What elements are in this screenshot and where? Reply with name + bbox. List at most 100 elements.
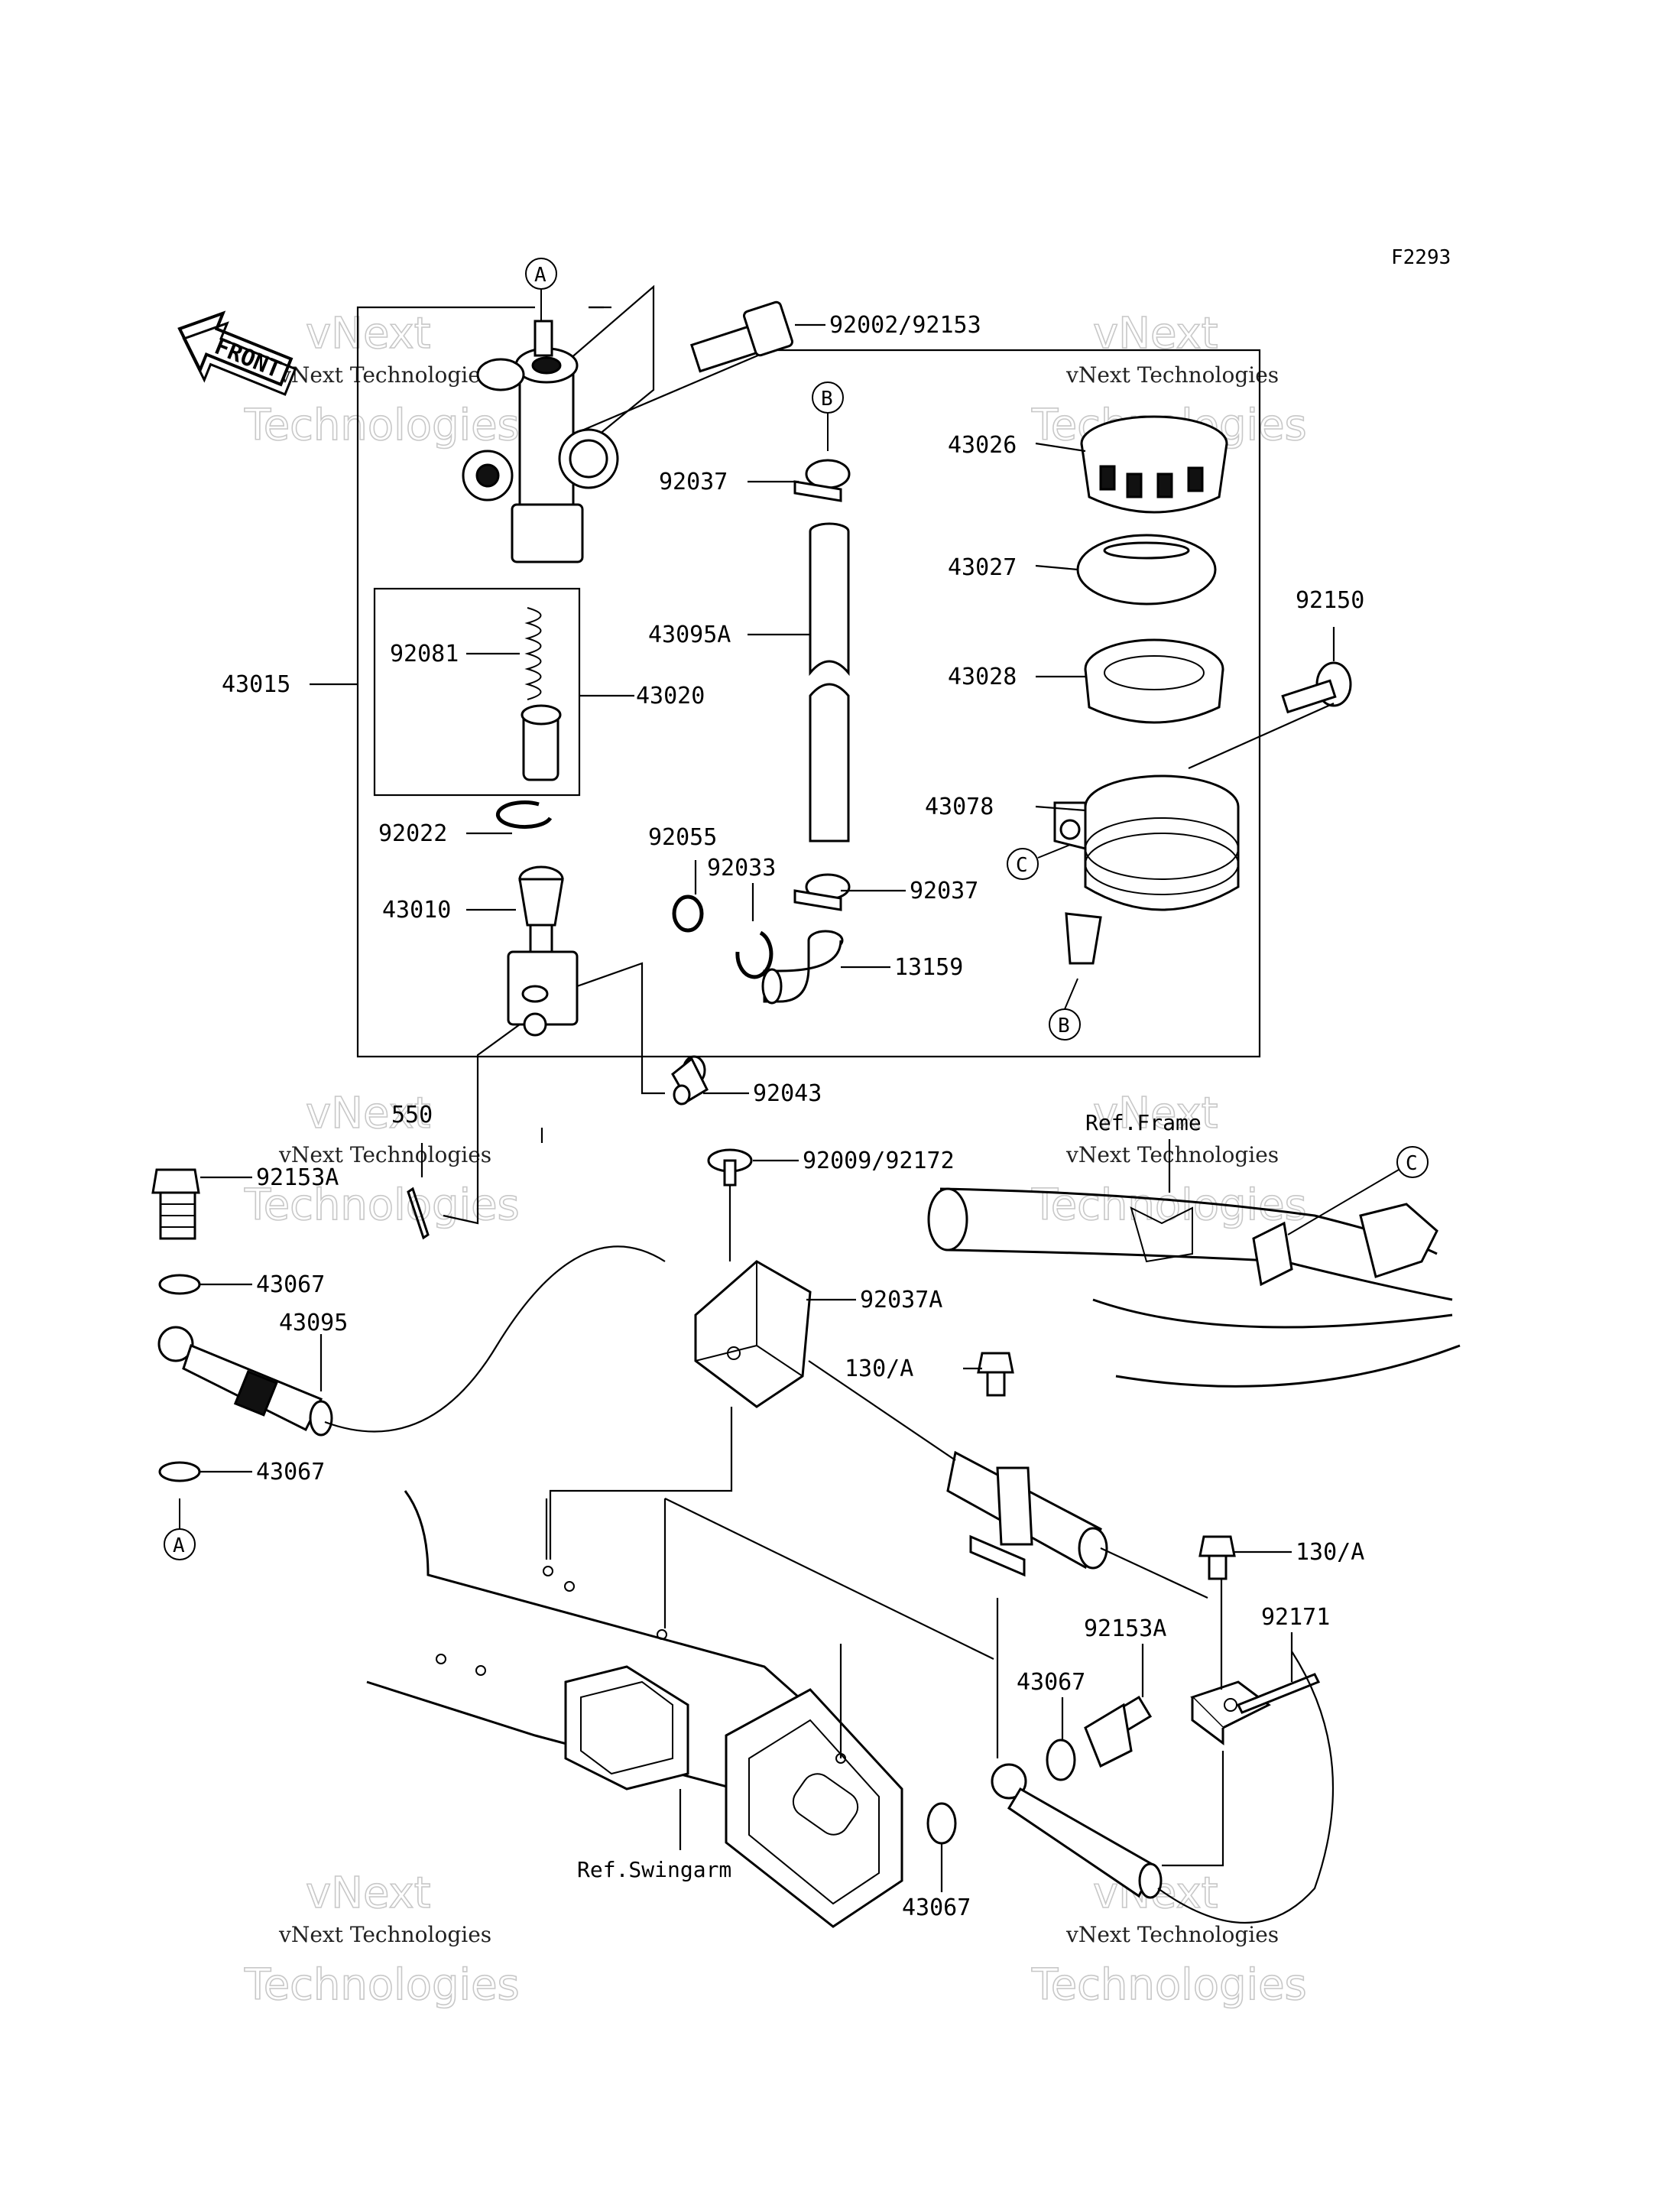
label-43067-b: 43067 [256, 1459, 325, 1485]
label-92037-top: 92037 [659, 469, 728, 495]
bolt-130A-a [977, 1352, 1014, 1397]
label-43067-a: 43067 [256, 1271, 325, 1298]
callout-a-top: A [525, 258, 557, 321]
spring-92081 [521, 607, 562, 781]
label-92081: 92081 [390, 641, 459, 667]
plate-43027 [1076, 534, 1217, 606]
screw-92009 [707, 1148, 753, 1187]
label-92153A-right: 92153A [1084, 1615, 1166, 1642]
label-43095: 43095 [279, 1310, 348, 1336]
master-cylinder-body [462, 320, 619, 563]
clamp-92037-top [793, 459, 851, 502]
washer-43067-a [158, 1274, 201, 1295]
svg-text:vNext Technologies: vNext Technologies [278, 362, 491, 388]
label-92033: 92033 [707, 855, 776, 881]
reservoir-43078 [1053, 774, 1240, 965]
label-ref-swingarm: Ref.Swingarm [577, 1857, 731, 1882]
svg-text:B: B [1058, 1015, 1070, 1037]
label-92037-bottom: 92037 [910, 878, 978, 904]
circlip-92033 [735, 930, 774, 979]
clamp-92037-bottom [793, 873, 851, 911]
watermark-bottom-left: vNext Technologies vNext Technologies [243, 1868, 520, 2011]
reservoir-hose-43095A [809, 522, 850, 843]
svg-text:A: A [534, 264, 546, 287]
watermark-mid-right: vNext Technologies vNext Technologies [1030, 1088, 1307, 1231]
svg-text:vNext Technologies: vNext Technologies [278, 1922, 491, 1947]
svg-text:vNext: vNext [1093, 309, 1218, 359]
watermark-mid-left: vNext Technologies vNext Technologies [243, 1088, 520, 1231]
bolt-92002 [689, 300, 793, 373]
svg-text:C: C [1406, 1152, 1418, 1175]
label-130A-b: 130/A [1296, 1539, 1364, 1566]
washer-43067-b [158, 1461, 201, 1482]
reservoir-cap-43026 [1080, 415, 1228, 514]
hose-lower [991, 1651, 1335, 1924]
label-43095A: 43095A [648, 622, 731, 648]
svg-text:C: C [1016, 854, 1028, 877]
svg-text:Technologies: Technologies [1031, 1960, 1307, 2010]
svg-text:vNext Technologies: vNext Technologies [278, 1142, 491, 1167]
push-rod-43010 [507, 865, 579, 1037]
label-13159: 13159 [894, 954, 963, 981]
diaphragm-43028 [1084, 638, 1224, 724]
o-ring-92055 [672, 894, 704, 933]
swingarm [366, 1490, 903, 1928]
label-43015: 43015 [222, 671, 290, 698]
label-ref-frame: Ref.Frame [1085, 1110, 1202, 1135]
pin-92043 [671, 1055, 709, 1105]
svg-text:vNext: vNext [306, 1868, 431, 1918]
label-43078: 43078 [925, 794, 994, 820]
label-92009: 92009/92172 [803, 1148, 955, 1174]
label-43027: 43027 [948, 554, 1017, 581]
label-92055: 92055 [648, 824, 717, 851]
label-92150: 92150 [1296, 587, 1364, 614]
label-92002: 92002/92153 [829, 312, 981, 339]
svg-text:vNext Technologies: vNext Technologies [1065, 1922, 1279, 1947]
label-92043: 92043 [753, 1080, 822, 1107]
label-43020: 43020 [636, 683, 705, 709]
label-92037A: 92037A [860, 1287, 942, 1313]
callout-b-bottom: B [1049, 978, 1081, 1041]
hose-43095 [157, 1245, 666, 1437]
figure-code: F2293 [1391, 246, 1451, 269]
watermark-bottom-right: vNext Technologies vNext Technologies [1030, 1868, 1307, 2011]
svg-text:Technologies: Technologies [244, 1960, 520, 2010]
circlip-92022 [495, 800, 553, 830]
callout-c-frame: C [1287, 1146, 1429, 1235]
svg-text:vNext: vNext [306, 309, 431, 359]
banjo-bolt-92153A-right [1084, 1695, 1153, 1768]
fitting-13159 [761, 930, 844, 1005]
label-43010: 43010 [382, 897, 451, 924]
screw-92150 [1281, 661, 1352, 714]
svg-text:A: A [173, 1534, 185, 1557]
bolt-130A-b [1198, 1535, 1236, 1580]
callout-a-bottom: A [164, 1498, 196, 1560]
label-92022: 92022 [378, 820, 447, 847]
label-43067-c: 43067 [1017, 1669, 1085, 1696]
hose-clamp-middle [808, 1360, 1208, 1599]
subassembly-box-43020 [373, 587, 581, 797]
label-43028: 43028 [948, 664, 1017, 690]
guide-92037A [694, 1260, 812, 1408]
bracket-92171 [1190, 1673, 1321, 1745]
frame-reference [927, 1187, 1461, 1388]
banjo-bolt-92153A-left [151, 1168, 200, 1240]
part-labels: 92002/92153 92037 43026 43027 43095A 430… [222, 312, 1364, 1921]
label-92153A-left: 92153A [256, 1164, 339, 1191]
label-130A-a: 130/A [845, 1355, 913, 1382]
label-43026: 43026 [948, 432, 1017, 459]
svg-text:vNext Technologies: vNext Technologies [1065, 362, 1279, 388]
callout-b-top: B [812, 381, 844, 451]
label-92171: 92171 [1261, 1604, 1330, 1631]
front-arrow-icon: FRONT [177, 310, 297, 396]
svg-text:vNext: vNext [306, 1089, 431, 1138]
washer-43067-d [926, 1802, 957, 1845]
svg-text:Technologies: Technologies [244, 401, 520, 450]
label-550: 550 [391, 1102, 433, 1128]
label-43067-d: 43067 [902, 1894, 971, 1921]
bolt-bracket [569, 284, 655, 459]
cotter-pin-550 [407, 1187, 430, 1240]
callout-c-reservoir: C [1007, 844, 1071, 880]
svg-text:vNext Technologies: vNext Technologies [1065, 1142, 1279, 1167]
